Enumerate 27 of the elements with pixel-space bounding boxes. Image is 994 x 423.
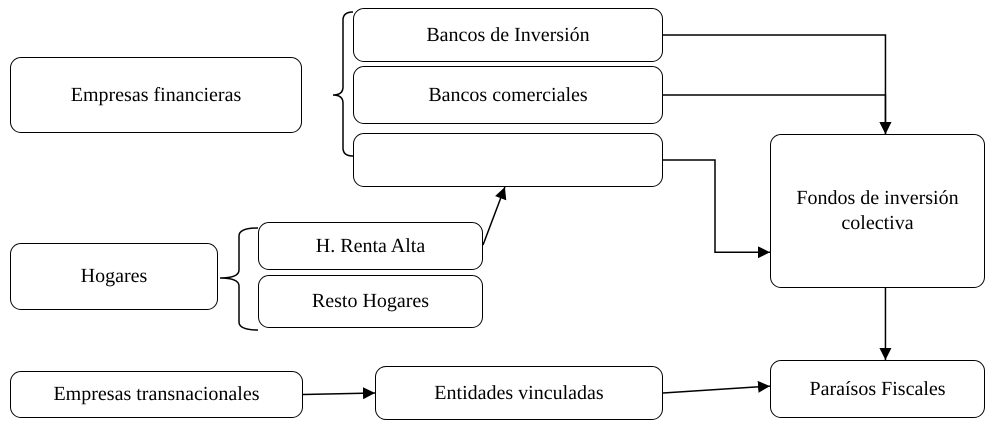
- arrow: [879, 288, 892, 360]
- node-label: Entidades vinculadas: [434, 380, 604, 406]
- process-box: [10, 243, 218, 310]
- arrow: [663, 159, 770, 258]
- process-box: [258, 275, 483, 328]
- node-label: Bancos comerciales: [428, 82, 588, 108]
- process-box: [10, 371, 303, 418]
- node-label: Bancos de Inversión: [426, 22, 590, 48]
- node-label: Paraísos Fiscales: [809, 376, 946, 402]
- process-box: [353, 66, 663, 124]
- process-box: [258, 222, 483, 270]
- process-box: [375, 366, 663, 420]
- node-label: Empresas financieras: [70, 82, 242, 108]
- empty-box: [353, 133, 663, 187]
- node-label: Empresas transnacionales: [53, 382, 260, 407]
- arrow: [302, 387, 376, 400]
- process-box: [353, 8, 663, 62]
- arrow: [662, 380, 770, 394]
- node-label: Fondos de inversión colectiva: [795, 186, 960, 236]
- arrow: [482, 186, 506, 246]
- node-label: Hogares: [80, 264, 148, 289]
- process-box: [10, 57, 302, 133]
- process-box: [770, 134, 985, 288]
- node-label: H. Renta Alta: [316, 234, 426, 258]
- arrow: [663, 94, 892, 134]
- process-box: [770, 360, 985, 418]
- node-label: Resto Hogares: [312, 289, 430, 314]
